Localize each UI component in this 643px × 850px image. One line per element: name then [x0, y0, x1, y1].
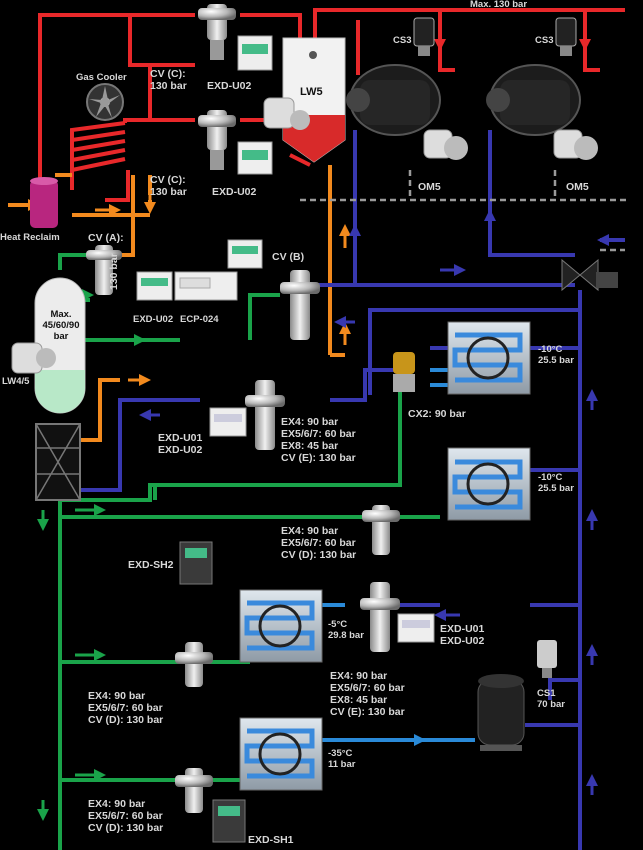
exd-u02-module-3	[136, 271, 173, 301]
lw5-label: LW5	[300, 86, 323, 98]
lw45-sensor	[11, 342, 56, 374]
valves	[86, 4, 577, 813]
cv-a-label: CV (A):	[88, 232, 124, 244]
cv-c1-label: CV (C):130 bar	[150, 68, 187, 92]
cs3-label-a: CS3	[393, 35, 412, 46]
exd-u02-label-3: EXD-U02	[133, 314, 174, 325]
ecp-024-label: ECP-024	[180, 314, 219, 325]
exd-u01-module-2	[397, 613, 435, 643]
gas-cooler-label: Gas Cooler	[76, 72, 127, 83]
compressor-2	[486, 64, 581, 136]
cs1-switch	[537, 640, 557, 678]
cv-c2-label: CV (C):130 bar	[150, 174, 187, 198]
controller-modules	[11, 35, 598, 843]
valve-cv-b	[280, 270, 320, 340]
valve-cv-a	[86, 245, 122, 295]
ecp-024-module	[174, 271, 238, 301]
three-way-valve	[561, 258, 618, 292]
exd-sh2-module	[179, 541, 213, 585]
cx2-label: CX2: 90 bar	[408, 408, 466, 420]
compressor-1	[346, 64, 441, 136]
valve-ex-1	[245, 380, 285, 450]
cs3-switch-b	[555, 17, 577, 56]
exd-sh1-module	[212, 799, 246, 843]
exd-sh1-label: EXD-SH1	[248, 834, 294, 846]
exd-u02-label-1: EXD-U02	[207, 80, 252, 92]
evaporator-mt2	[447, 447, 531, 521]
om5-label-b: OM5	[566, 181, 589, 193]
evaporator-mt1	[447, 321, 531, 395]
valve-ex-4	[360, 582, 400, 652]
internal-heat-exchanger	[35, 423, 81, 501]
heat-reclaim-label: Heat Reclaim	[0, 232, 60, 243]
cs3-label-b: CS3	[535, 35, 554, 46]
valve-cv-c1	[198, 4, 236, 60]
evaporator-lt	[239, 717, 323, 791]
solenoid-cx2	[393, 352, 415, 392]
exd-u01-module-1	[209, 407, 247, 437]
liquid-receiver	[34, 277, 86, 414]
suction-blue-lines	[80, 130, 625, 850]
exd-u02-module-2	[237, 141, 273, 175]
om5-sensor-a	[423, 129, 468, 160]
oil-lines	[300, 170, 630, 252]
cv-a-pressure-label: 130 bar	[108, 253, 120, 290]
lw5-sensor	[263, 97, 310, 130]
exd-u02-label-2: EXD-U02	[212, 186, 257, 198]
om5-sensor-b	[553, 129, 598, 160]
heat-reclaim-tank	[30, 177, 58, 228]
cv-b-label: CV (B)	[272, 251, 305, 263]
valve-ex-5	[175, 768, 213, 813]
exd-u02-module-1	[237, 35, 273, 71]
gas-cooler-fan-icon	[86, 83, 124, 121]
scroll-compressor	[477, 674, 525, 751]
evaporator-mt3	[239, 589, 323, 663]
ecp-module-top	[227, 239, 263, 269]
max-130-top-label: Max. 130 bar	[470, 0, 528, 10]
om5-label-a: OM5	[418, 181, 441, 193]
cs3-switch-a	[413, 17, 435, 56]
valve-ex-2	[362, 505, 400, 555]
valve-cv-c2	[198, 110, 236, 170]
evaporators	[239, 321, 531, 791]
valve-ex-3	[175, 642, 213, 687]
exd-sh2-label: EXD-SH2	[128, 559, 174, 571]
lw45-label: LW4/5	[2, 376, 30, 387]
